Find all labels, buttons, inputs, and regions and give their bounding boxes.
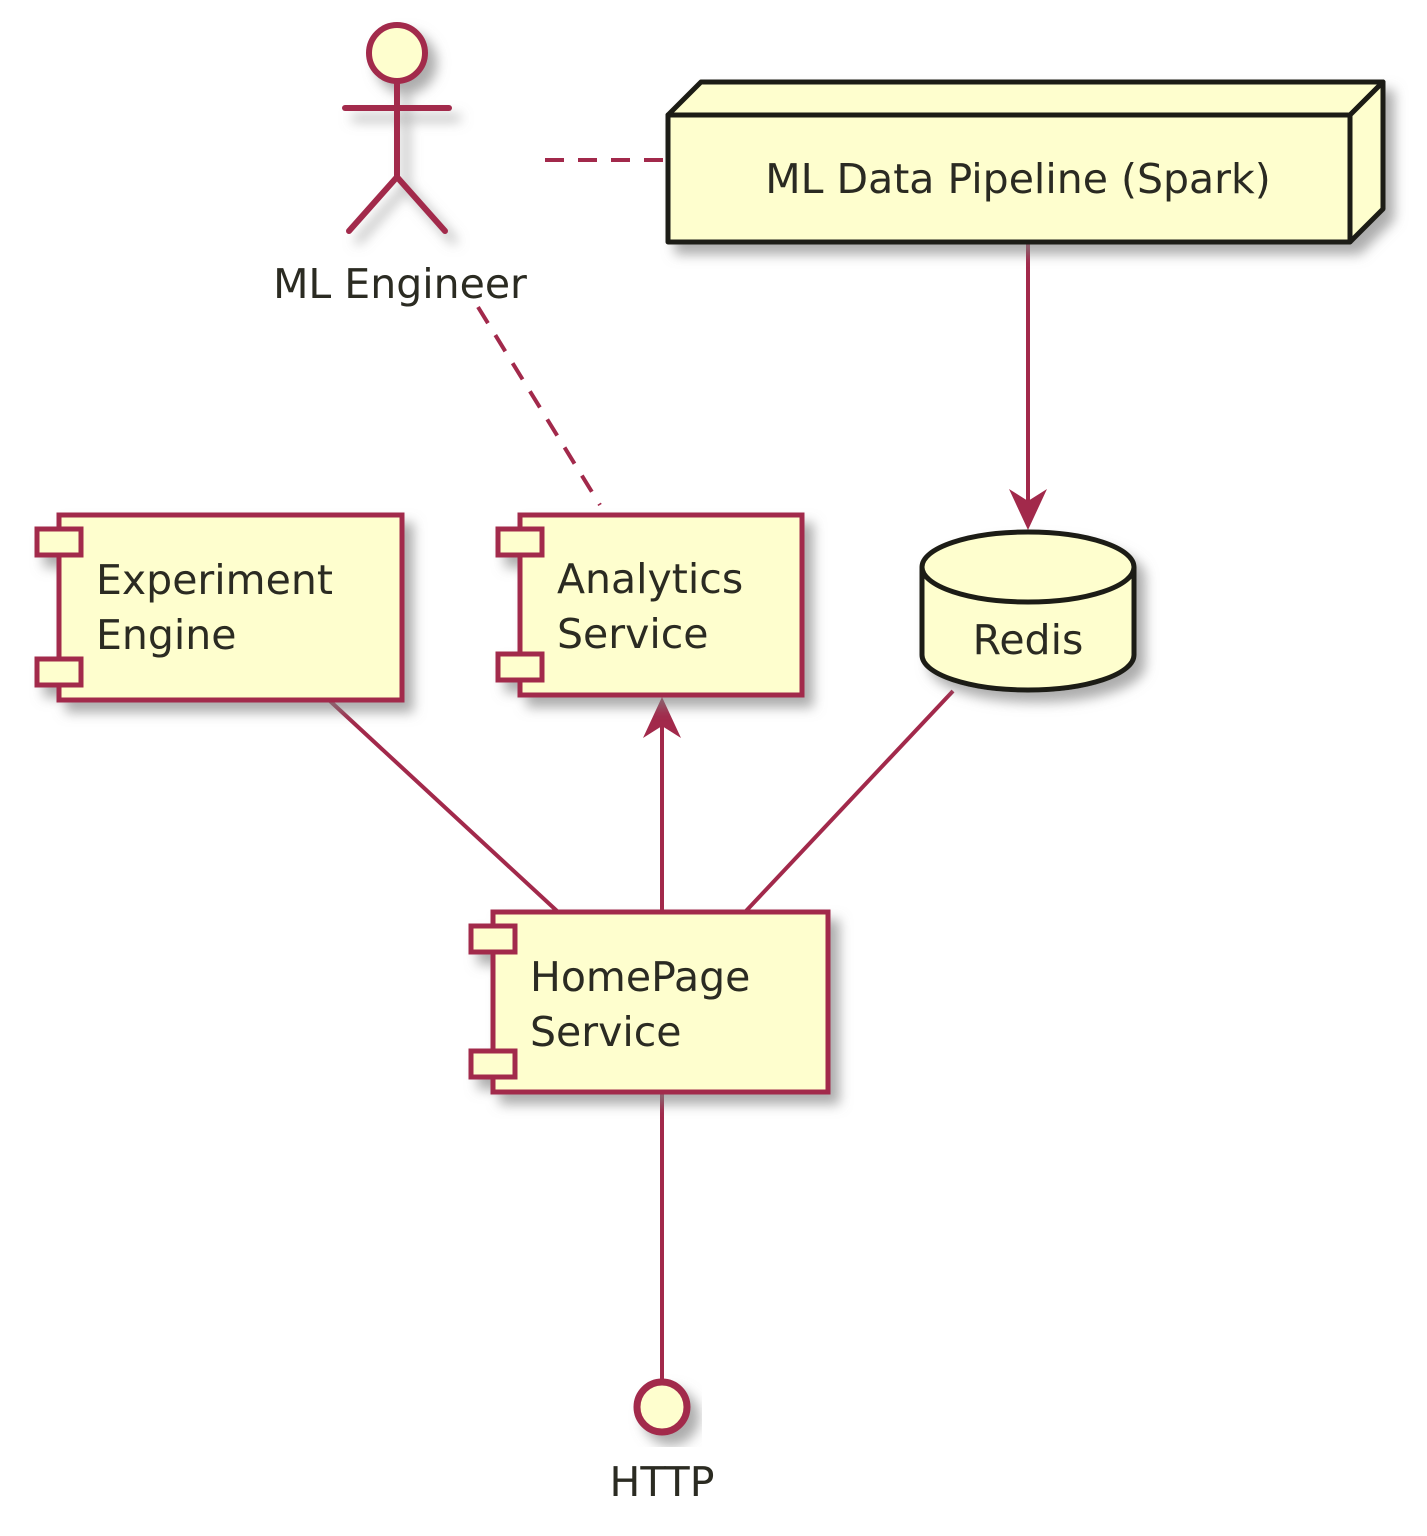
actor-ml-engineer: ML Engineer [273, 22, 527, 308]
component-homepage-service: HomePage Service [468, 909, 831, 1095]
port-icon [34, 656, 84, 688]
edge-mlengineer-analytics [476, 305, 602, 507]
component-experiment-engine-label-line2: Engine [96, 611, 237, 659]
port-icon [468, 1048, 518, 1080]
node-ml-data-pipeline-label: ML Data Pipeline (Spark) [765, 155, 1270, 203]
arrowhead-up-icon [643, 697, 681, 738]
actor-label: ML Engineer [273, 260, 527, 308]
arrowhead-down-icon [1009, 489, 1047, 530]
component-homepage-service-label-line2: Service [530, 1008, 682, 1056]
interface-http: HTTP [610, 1378, 715, 1506]
component-analytics-service: Analytics Service [495, 512, 805, 698]
interface-http-label: HTTP [610, 1458, 715, 1506]
database-redis-label: Redis [973, 616, 1084, 664]
component-analytics-service-label-line2: Service [557, 610, 709, 658]
edge-redis-homepage [744, 689, 955, 913]
stick-figure-icon [342, 22, 452, 234]
component-experiment-engine-label-line1: Experiment [96, 556, 333, 604]
edge-experiment-homepage [328, 699, 559, 913]
edge-homepage-analytics [643, 697, 681, 911]
database-redis: Redis [919, 529, 1137, 693]
edge-pipeline-redis [1009, 244, 1047, 530]
component-analytics-service-label-line1: Analytics [557, 555, 743, 603]
port-icon [495, 526, 545, 558]
node-ml-data-pipeline: ML Data Pipeline (Spark) [665, 79, 1386, 245]
component-experiment-engine: Experiment Engine [34, 512, 405, 703]
interface-circle-icon [633, 1378, 691, 1436]
component-homepage-service-label-line1: HomePage [530, 953, 750, 1001]
port-icon [34, 526, 84, 558]
port-icon [495, 651, 545, 683]
port-icon [468, 923, 518, 955]
